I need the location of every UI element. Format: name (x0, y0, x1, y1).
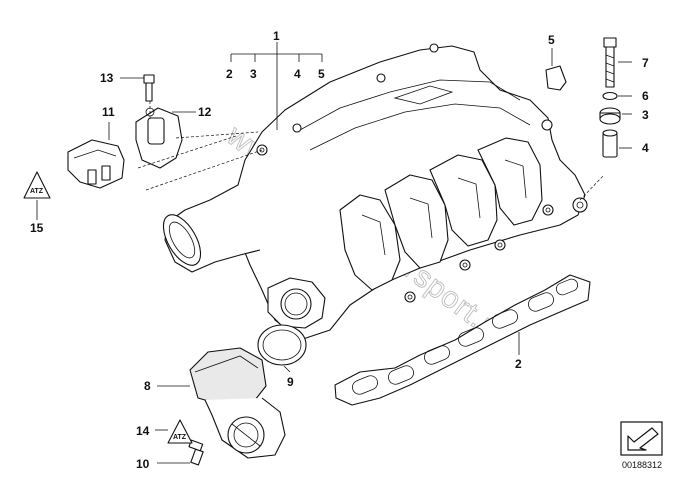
callout-3[interactable]: 3 (250, 67, 257, 81)
callout-4-sleeve[interactable]: 4 (642, 141, 649, 155)
bolt-7[interactable] (603, 37, 617, 88)
washer-6[interactable] (602, 91, 618, 101)
callout-1[interactable]: 1 (273, 29, 280, 43)
callout-8[interactable]: 8 (144, 379, 151, 393)
bolt-10[interactable] (188, 439, 204, 466)
callout-labels: 1 2 3 4 5 5 7 6 3 4 13 11 12 15 2 8 9 14… (30, 29, 649, 471)
callout-13[interactable]: 13 (100, 71, 114, 85)
callout-11[interactable]: 11 (102, 105, 115, 119)
warning-symbol-text: ATZ (30, 188, 44, 195)
navigation-box[interactable] (620, 421, 663, 456)
sensor-bracket[interactable] (135, 107, 183, 169)
callout-5-clip[interactable]: 5 (548, 33, 555, 47)
warning-symbol-text: ATZ (173, 434, 187, 441)
callout-10[interactable]: 10 (136, 457, 150, 471)
callout-9[interactable]: 9 (287, 375, 294, 389)
warning-label-14[interactable]: ATZ (167, 419, 193, 444)
manifold-gasket[interactable] (334, 274, 591, 406)
clip-5[interactable] (545, 65, 567, 91)
throttle-body[interactable] (189, 347, 286, 459)
intake-manifold[interactable] (156, 43, 588, 341)
callout-7[interactable]: 7 (642, 56, 649, 70)
grommet-3[interactable] (599, 107, 621, 125)
sleeve-4[interactable] (602, 129, 618, 158)
callout-14[interactable]: 14 (136, 424, 150, 438)
warning-label-15[interactable]: ATZ (23, 171, 51, 199)
pressure-sensor[interactable] (67, 139, 125, 189)
diagram-id: 00188312 (622, 460, 662, 470)
bolt-13[interactable] (143, 74, 155, 102)
arrow-left-down-icon (627, 427, 659, 451)
o-ring[interactable] (257, 324, 307, 366)
callout-2-gasket[interactable]: 2 (515, 357, 522, 371)
callout-2[interactable]: 2 (226, 67, 233, 81)
callout-15[interactable]: 15 (30, 221, 44, 235)
callout-4[interactable]: 4 (294, 67, 301, 81)
callout-3-grommet[interactable]: 3 (642, 108, 649, 122)
leader-lines (36, 42, 632, 464)
callout-6[interactable]: 6 (642, 89, 649, 103)
callout-12[interactable]: 12 (198, 105, 212, 119)
callout-5[interactable]: 5 (318, 67, 325, 81)
